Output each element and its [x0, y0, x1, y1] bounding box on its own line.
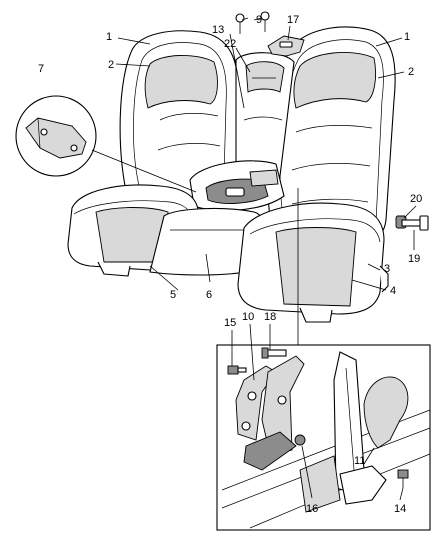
callout-5: 5: [170, 289, 176, 301]
callout-18: 18: [264, 311, 276, 323]
callout-14: 14: [394, 503, 406, 515]
bolt-19: [401, 215, 429, 231]
callout-16: 16: [306, 503, 318, 515]
screw-9-left: [235, 13, 245, 34]
callout-3: 3: [384, 263, 390, 275]
callout-19: 19: [408, 253, 420, 265]
detail-7-leader: [91, 149, 197, 193]
callout-9: 9: [256, 14, 262, 26]
inset-recliner-mechanism: [221, 347, 431, 529]
callout-22: 22: [224, 38, 236, 50]
callout-10: 10: [242, 311, 254, 323]
callout-13: 13: [212, 24, 224, 36]
right-seat-side-bracket: [379, 265, 389, 293]
left-seat-back: [119, 30, 239, 201]
callout-7: 7: [38, 63, 44, 75]
callout-11: 11: [354, 455, 365, 467]
center-console: [189, 52, 295, 212]
left-seat-foot: [97, 261, 131, 277]
detail-circle-hinge-cover: [15, 95, 97, 177]
callout-15: 15: [224, 317, 236, 329]
right-seat-cushion: [237, 202, 385, 315]
callout-2-right: 2: [408, 66, 414, 78]
right-seat-foot: [299, 307, 333, 323]
callout-1-right: 1: [404, 31, 410, 43]
callout-4: 4: [390, 285, 396, 297]
leader-lines: [115, 17, 417, 501]
callout-1-left: 1: [106, 31, 112, 43]
callout-17: 17: [287, 14, 299, 26]
bracket-17: [267, 35, 305, 57]
callout-6: 6: [206, 289, 212, 301]
callout-2-left: 2: [108, 59, 114, 71]
callout-20: 20: [410, 193, 422, 205]
screw-9-right: [260, 11, 270, 32]
callout-labels: 1 2 1 2 7 9 13 17 22 20 19 3 4 5 6 15 10…: [38, 14, 422, 515]
